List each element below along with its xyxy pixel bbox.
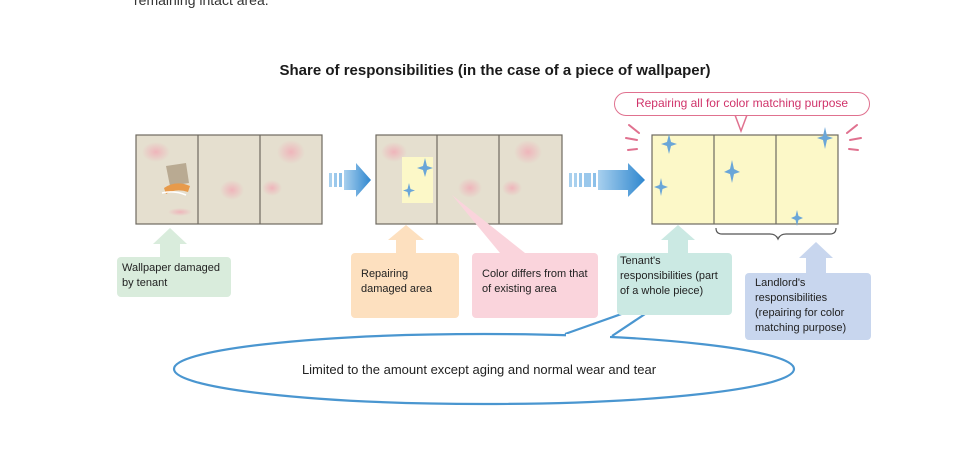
label-repairing-damaged: Repairing damaged area	[351, 253, 459, 318]
wall-panel-repaired-all	[625, 114, 862, 226]
ellipse-note-text: Limited to the amount except aging and n…	[301, 362, 657, 377]
wall-panel-repairing	[375, 134, 563, 225]
label-color-differs: Color differs from that of existing area	[472, 253, 598, 318]
callout-repairing-all: Repairing all for color matching purpose	[614, 92, 870, 116]
label-wallpaper-damaged: Wallpaper damaged by tenant	[117, 257, 231, 297]
up-arrow-1	[153, 228, 187, 257]
flow-arrow-1	[329, 163, 371, 197]
up-arrow-3	[661, 225, 695, 253]
color-differs-pointer	[452, 195, 525, 253]
up-arrow-4	[799, 242, 833, 273]
shine-marks-icon	[625, 124, 862, 151]
sparkle-icon	[791, 210, 803, 226]
sparkle-icon	[661, 134, 677, 154]
wall-panel-damaged	[135, 134, 323, 225]
sparkle-icon	[817, 127, 833, 149]
up-arrow-2	[388, 225, 424, 253]
label-landlord-responsibilities: Landlord's responsibilities (repairing f…	[745, 273, 871, 340]
sparkle-icon	[417, 158, 433, 177]
sparkle-icon	[654, 178, 668, 196]
label-tenant-responsibilities: Tenant's responsibilities (part of a who…	[617, 253, 732, 315]
diagram-title: Share of responsibilities (in the case o…	[279, 62, 711, 79]
sparkle-icon	[724, 160, 740, 183]
sparkle-icon	[403, 183, 415, 198]
damage-mark-icon	[161, 163, 190, 196]
flow-arrow-2	[569, 163, 645, 197]
top-text-fragment: remaining intact area.	[134, 0, 269, 8]
landlord-brace	[715, 227, 837, 241]
